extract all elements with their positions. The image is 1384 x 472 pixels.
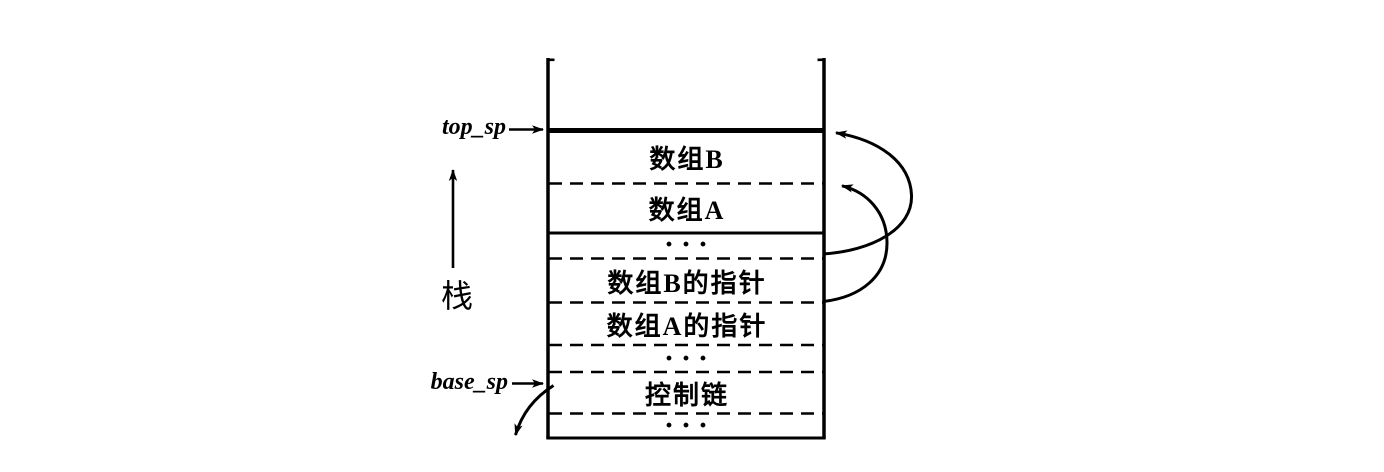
- stack-label: 栈: [440, 278, 473, 314]
- array-a-pointer-curve-arrow: [823, 184, 889, 303]
- top-sp-label: top_sp: [441, 114, 506, 140]
- cell-array-a-pointer: 数组A的指针: [606, 311, 768, 341]
- base-sp-label: base_sp: [430, 369, 508, 395]
- control-link-curve-arrow: [514, 384, 555, 436]
- array-b-pointer-curve-arrow: [822, 130, 914, 256]
- cell-control-link: 控制链: [644, 381, 729, 410]
- cell-array-a: 数组A: [648, 196, 726, 225]
- cell-ellipsis-1: ···: [663, 228, 715, 261]
- cell-ellipsis-3: ···: [663, 409, 715, 442]
- cell-array-b-pointer: 数组B的指针: [607, 268, 767, 298]
- cell-array-b: 数组B: [649, 144, 725, 174]
- cell-ellipsis-2: ···: [663, 341, 715, 375]
